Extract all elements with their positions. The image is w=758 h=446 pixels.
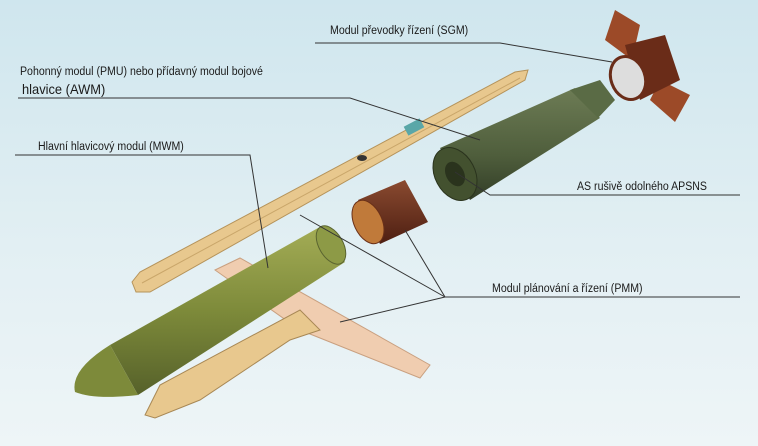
planning-control-module: [351, 180, 428, 245]
label-pmu: Pohonný modul (PMU) nebo přídavný modul …: [20, 66, 263, 78]
label-pmm: Modul plánování a řízení (PMM): [492, 283, 643, 295]
main-warhead-module: [74, 225, 347, 397]
leader-lines: [15, 42, 740, 323]
label-awm: hlavice (AWM): [22, 81, 106, 97]
label-sgm: Modul převodky řízení (SGM): [330, 25, 469, 37]
label-apsns: AS rušivě odolného APSNS: [577, 181, 707, 193]
label-mwm: Hlavní hlavicový modul (MWM): [38, 141, 184, 153]
propulsion-module: [432, 80, 615, 201]
control-actuation-module: [605, 10, 690, 122]
